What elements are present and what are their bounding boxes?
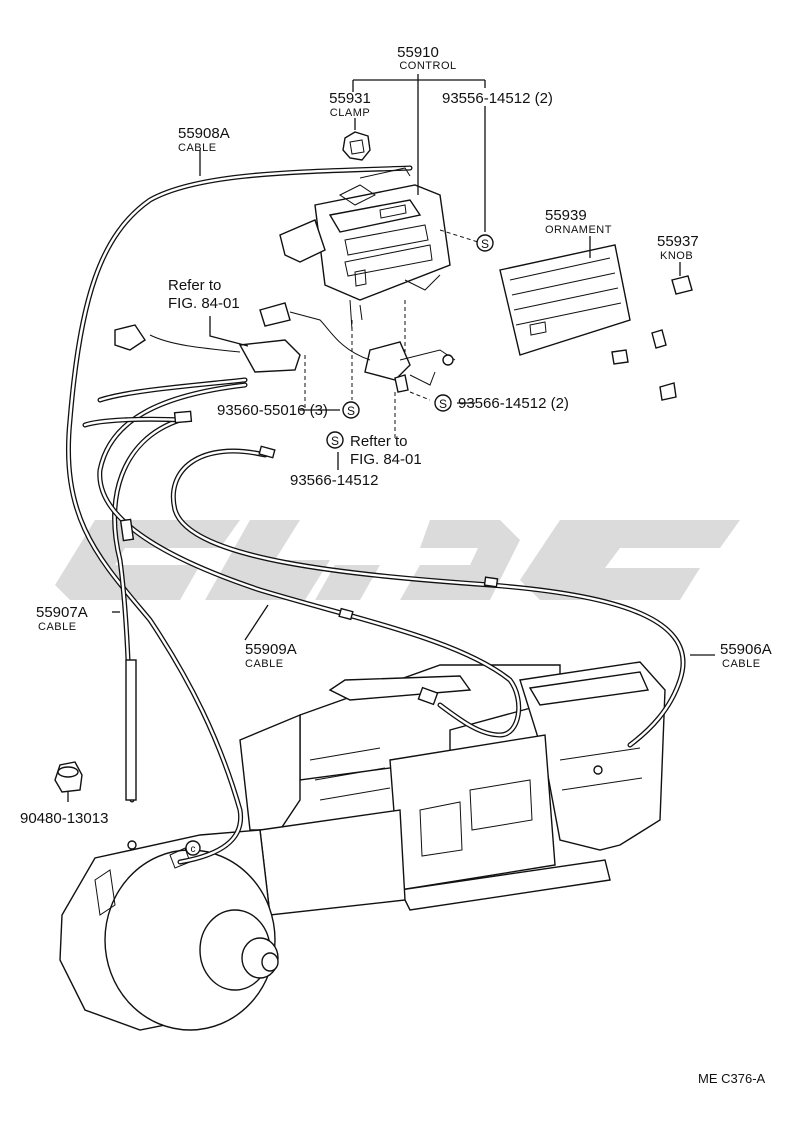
reference-2-line1: Refter to [350,433,408,450]
part-number-55907a: 55907A [36,604,88,621]
screw-letter: S [331,434,339,448]
part-number-55937: 55937 [657,233,699,250]
screw-letter: S [439,397,447,411]
cable-55909a-route [97,382,522,738]
screw-letter: S [481,237,489,251]
screw-letter: S [347,404,355,418]
cable-55907a-route [112,417,183,850]
part-number-55906a: 55906A [720,641,772,658]
reference-1-line2: FIG. 84-01 [168,295,240,312]
part-number-90480: 90480-13013 [20,810,108,827]
cable-55908a-route [66,165,413,865]
ornament-55939 [499,244,631,356]
blower-switch-assembly [364,341,456,393]
clamp-55931 [342,131,371,161]
clip-letter: c [191,844,196,855]
wire-harness-connector [114,302,371,373]
part-number-55931: 55931 [329,90,371,107]
screw-symbol-1: S [476,234,494,252]
part-name-clamp: CLAMP [330,107,370,119]
screw-symbol-4: S [326,431,344,449]
knob-55937-set [611,275,693,401]
reference-2-line2: FIG. 84-01 [350,451,422,468]
part-number-55939: 55939 [545,207,587,224]
screw-symbol-2: S [342,401,360,419]
reference-1-line1: Refer to [168,277,221,294]
watermark-logo [55,520,740,600]
part-number-93566-pair: 93566-14512 (2) [458,395,569,412]
part-name-cable-55909a: CABLE [245,658,284,670]
part-name-knob: KNOB [660,250,693,262]
nut-90480 [54,761,83,793]
control-assembly [279,167,451,331]
part-number-93556: 93556-14512 (2) [442,90,553,107]
part-name-cable-55906a: CABLE [722,658,761,670]
cable-end-fittings [119,410,499,706]
part-number-55910: 55910 [397,44,439,61]
part-number-93566-single: 93566-14512 [290,472,378,489]
part-name-control: CONTROL [399,60,456,72]
part-number-55909a: 55909A [245,641,297,658]
cable-short-upper [82,377,248,428]
cable-55906a-route [170,448,686,775]
clip-symbol: c [185,840,201,856]
diagram-code: ME C376-A [698,1071,766,1086]
part-name-cable-55908a: CABLE [178,142,217,154]
leader-lines [67,74,715,802]
heater-unit [59,661,666,1031]
part-name-cable-55907a: CABLE [38,621,77,633]
part-name-ornament: ORNAMENT [545,224,612,236]
part-number-93560: 93560-55016 (3) [217,402,328,419]
part-number-55908a: 55908A [178,125,230,142]
screw-symbol-3: S [434,394,452,412]
